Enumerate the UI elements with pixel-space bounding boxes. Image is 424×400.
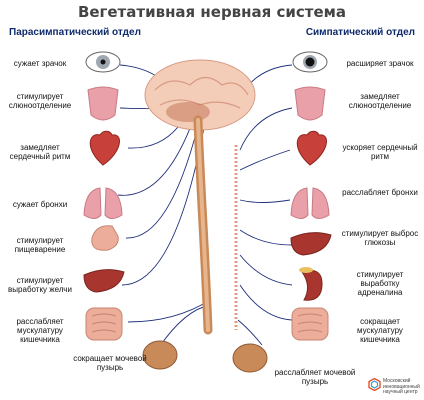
- page-title: Вегетативная нервная система: [77, 3, 347, 21]
- left-label-pupil: сужает зрачок: [13, 59, 67, 68]
- right-label-pupil: расширяет зрачок: [346, 59, 414, 68]
- left-label-digestion: стимулирует пищеварение: [14, 236, 66, 254]
- parasympathetic-header: Парасимпатический отдел: [9, 27, 141, 38]
- right-label-adrenaline: стимулирует выработку адреналина: [356, 270, 404, 297]
- left-tongue-icon: [87, 86, 119, 121]
- left-eye-icon: [85, 51, 121, 73]
- left-label-intestine: расслабляет мускулатуру кишечника: [16, 317, 64, 344]
- right-label-intestine: сокращает мускулатуру кишечника: [357, 317, 403, 344]
- right-label-glucose: стимулирует выброс глюкозы: [341, 229, 419, 247]
- left-label-bile: стимулирует выработку желчи: [8, 276, 72, 294]
- left-bladder-icon: [142, 340, 178, 370]
- right-label-bladder: расслабляет мочевой пузырь: [274, 368, 356, 386]
- sympathetic-header: Симпатический отдел: [305, 27, 415, 38]
- left-organs: [83, 51, 178, 370]
- left-stomach-icon: [91, 225, 119, 251]
- right-eye-icon: [292, 51, 328, 73]
- left-label-bronchi: сужает бронхи: [12, 200, 68, 209]
- logo-text: Московский инновационный научный центр: [383, 378, 420, 395]
- right-liver-icon: [290, 232, 332, 256]
- right-intestine-icon: [291, 307, 329, 341]
- right-heart-icon: [296, 130, 327, 166]
- right-label-saliva: замедляет слюноотделение: [348, 92, 412, 110]
- left-liver-icon: [83, 269, 125, 293]
- hexagon-logo-icon: [368, 378, 381, 391]
- spinal-cord: [193, 115, 213, 335]
- left-label-bladder: сокращает мочевой пузырь: [73, 354, 147, 372]
- right-lungs-icon: [290, 187, 330, 219]
- left-label-heart: замедляет сердечный ритм: [9, 143, 71, 161]
- right-kidney-icon: [299, 267, 323, 301]
- right-tongue-icon: [294, 86, 326, 121]
- right-bladder-icon: [232, 343, 268, 373]
- left-label-saliva: стимулирует слюноотделение: [8, 92, 72, 110]
- left-intestine-icon: [85, 307, 123, 341]
- right-label-bronchi: расслабляет бронхи: [342, 188, 418, 197]
- right-label-heart: ускоряет сердечный ритм: [342, 143, 418, 161]
- right-organs: [232, 51, 332, 373]
- left-lungs-icon: [83, 187, 123, 219]
- left-heart-icon: [89, 130, 120, 166]
